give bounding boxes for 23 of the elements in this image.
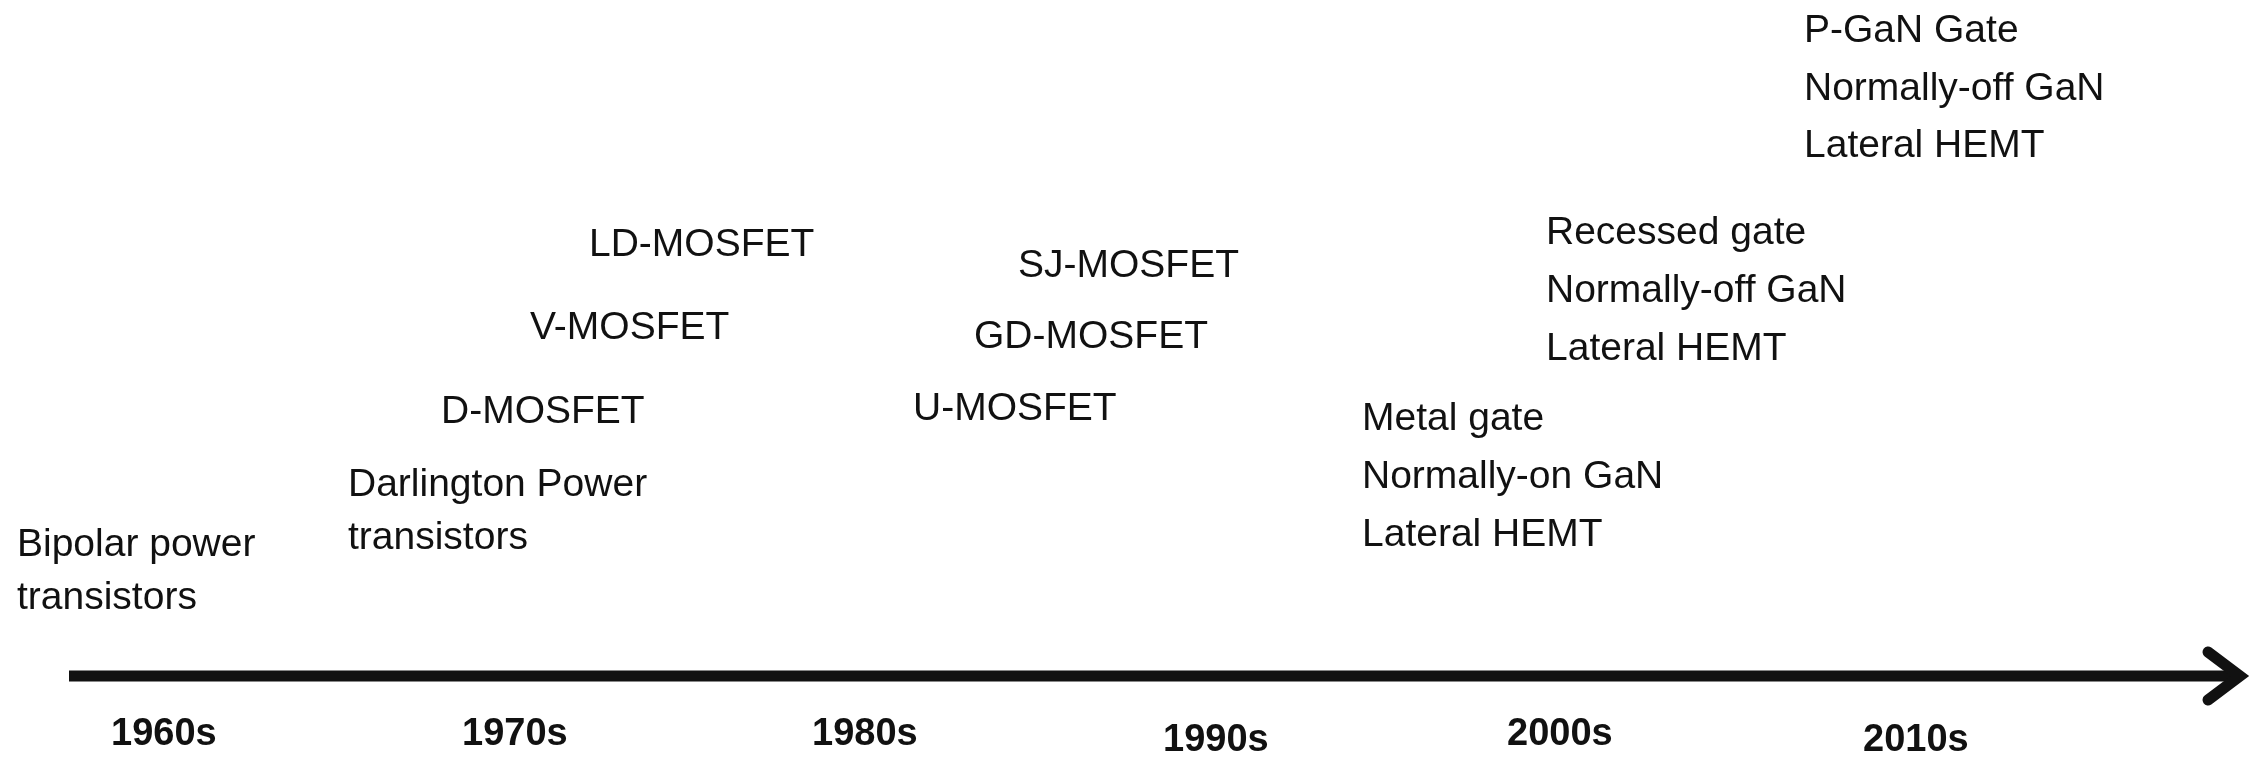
decade-label: 1980s bbox=[812, 710, 918, 755]
decade-label: 1960s bbox=[111, 710, 217, 755]
milestone-label: Metal gate bbox=[1362, 394, 1545, 440]
milestone-label: Lateral HEMT bbox=[1362, 510, 1603, 556]
milestone-label: GD-MOSFET bbox=[974, 312, 1208, 358]
milestone-label: V-MOSFET bbox=[530, 303, 730, 349]
decade-label: 2000s bbox=[1507, 710, 1613, 755]
milestone-label: Normally-on GaN bbox=[1362, 452, 1664, 498]
milestone-label: Lateral HEMT bbox=[1546, 324, 1787, 370]
milestone-label: D-MOSFET bbox=[441, 387, 645, 433]
milestone-label: Normally-off GaN bbox=[1804, 64, 2105, 110]
milestone-label: Darlington Power transistors bbox=[348, 460, 649, 559]
decade-label: 1970s bbox=[462, 710, 568, 755]
milestone-label: SJ-MOSFET bbox=[1018, 241, 1239, 287]
milestone-label: Lateral HEMT bbox=[1804, 121, 2045, 167]
milestone-label: P-GaN Gate bbox=[1804, 6, 2019, 52]
milestone-label: Normally-off GaN bbox=[1546, 266, 1847, 312]
decade-label: 2010s bbox=[1863, 716, 1969, 758]
milestone-label: U-MOSFET bbox=[913, 384, 1117, 430]
milestone-label: LD-MOSFET bbox=[589, 220, 815, 266]
decade-label: 1990s bbox=[1163, 716, 1269, 758]
milestone-label: Bipolar power transistors bbox=[17, 520, 257, 619]
milestone-label: Recessed gate bbox=[1546, 208, 1807, 254]
